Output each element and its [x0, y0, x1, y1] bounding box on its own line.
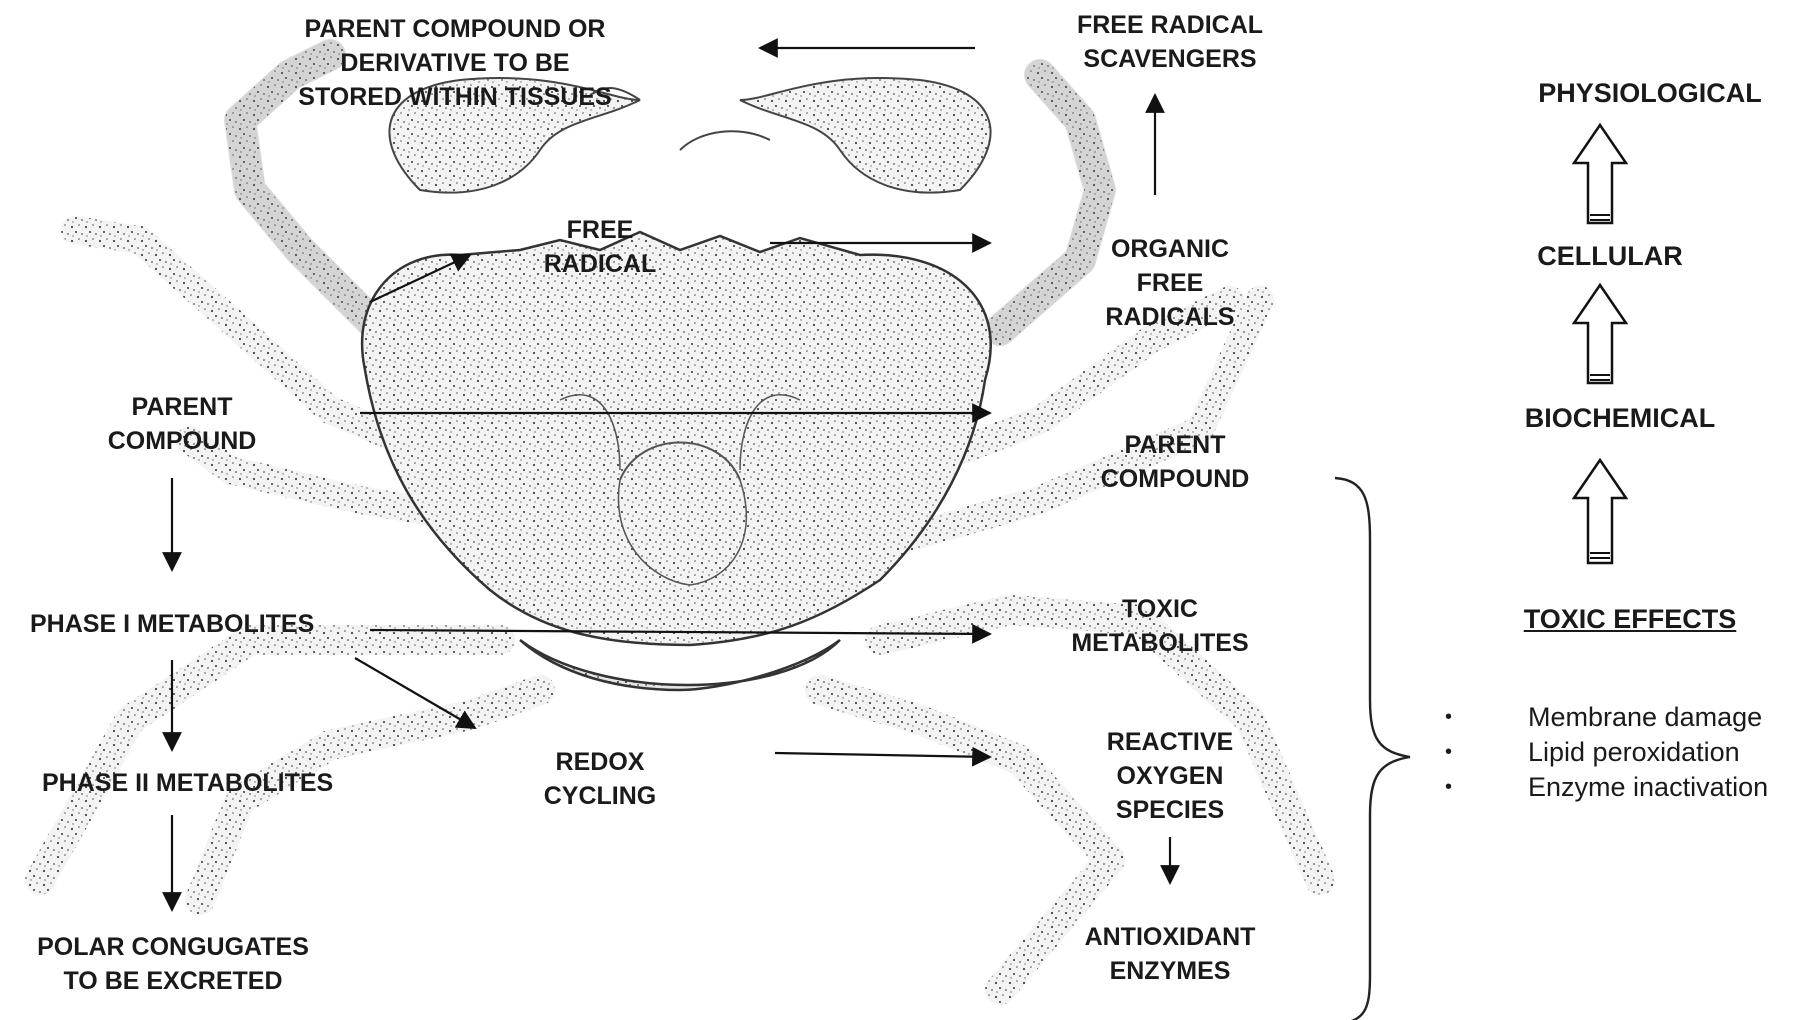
label-free-radical-scavengers: FREE RADICAL SCAVENGERS [1040, 8, 1300, 76]
list-item: • Membrane damage [1445, 700, 1768, 735]
bullet-icon: • [1445, 700, 1452, 735]
list-item: • Lipid peroxidation [1445, 735, 1768, 770]
toxic-effects-brace [1335, 478, 1410, 1020]
label-parent-compound-right: PARENT COMPOUND [1075, 428, 1275, 496]
label-reactive-oxygen-species: REACTIVE OXYGEN SPECIES [1070, 725, 1270, 827]
arrow-redox-to-ros [775, 753, 990, 757]
level-physiological: PHYSIOLOGICAL [1520, 78, 1780, 109]
toxic-effects-title: TOXIC EFFECTS [1510, 604, 1750, 635]
list-item: • Enzyme inactivation [1445, 770, 1768, 805]
bullet-icon: • [1445, 735, 1452, 770]
label-phase1-metabolites: PHASE I METABOLITES [30, 607, 314, 641]
label-redox-cycling: REDOX CYCLING [520, 745, 680, 813]
toxic-effects-list: • Membrane damage • Lipid peroxidation •… [1445, 700, 1768, 805]
up-arrow-icon [1570, 123, 1630, 233]
label-polar-conjugates: POLAR CONGUGATES TO BE EXCRETED [18, 930, 328, 998]
level-biochemical: BIOCHEMICAL [1510, 403, 1730, 434]
label-phase2-metabolites: PHASE II METABOLITES [42, 766, 333, 800]
label-parent-compound-left: PARENT COMPOUND [82, 390, 282, 458]
label-toxic-metabolites: TOXIC METABOLITES [1060, 592, 1260, 660]
label-antioxidant-enzymes: ANTIOXIDANT ENZYMES [1055, 920, 1285, 988]
label-parent-compound-or-derivative: PARENT COMPOUND OR DERIVATIVE TO BE STOR… [245, 12, 665, 114]
bullet-icon: • [1445, 770, 1452, 805]
up-arrow-icon [1570, 283, 1630, 393]
label-free-radical: FREE RADICAL [510, 213, 690, 281]
label-organic-free-radicals: ORGANIC FREE RADICALS [1070, 232, 1270, 334]
level-cellular: CELLULAR [1520, 241, 1700, 272]
up-arrow-icon [1570, 458, 1630, 573]
